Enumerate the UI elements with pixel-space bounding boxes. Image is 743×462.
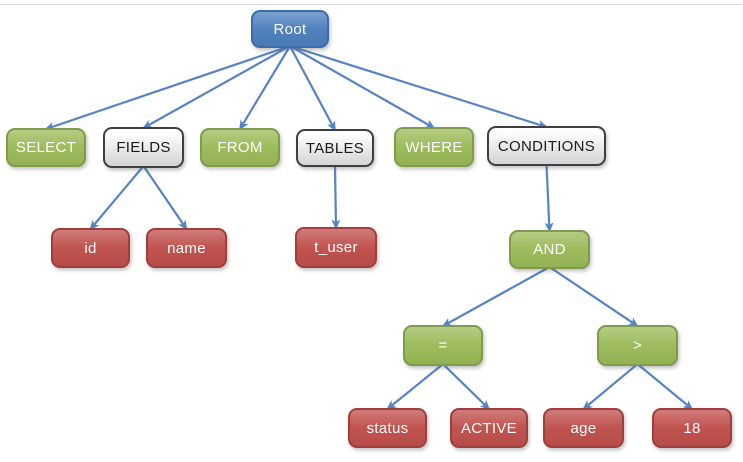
edge-eq-status (386, 363, 444, 410)
node-label: t_user (314, 239, 358, 256)
node-status: status (348, 408, 427, 448)
node-select: SELECT (6, 128, 86, 167)
node-label: Root (273, 20, 307, 38)
node-tables: TABLES (296, 129, 374, 167)
node-label: WHERE (405, 138, 463, 156)
top-divider (0, 4, 743, 5)
edge-root-select (44, 44, 291, 131)
node-where: WHERE (394, 127, 474, 167)
node-gt: > (597, 325, 678, 366)
edge-and-gt (548, 266, 639, 327)
edge-root-where (289, 45, 436, 129)
edge-gt-n18 (636, 363, 694, 410)
node-label: name (167, 239, 206, 257)
node-label: > (632, 337, 643, 354)
node-label: 18 (683, 419, 701, 437)
node-n18: 18 (652, 408, 732, 448)
node-active: ACTIVE (450, 408, 528, 448)
edge-eq-active (442, 363, 491, 411)
node-from: FROM (200, 128, 280, 167)
node-t_user: t_user (295, 227, 377, 268)
node-conditions: CONDITIONS (487, 126, 606, 166)
node-fields: FIELDS (103, 127, 184, 168)
node-label: id (84, 239, 97, 257)
node-name: name (146, 228, 227, 268)
node-root: Root (251, 10, 329, 48)
edge-and-eq (441, 266, 551, 327)
node-label: FIELDS (116, 139, 171, 156)
node-eq: = (403, 325, 483, 366)
edge-root-tables (289, 45, 336, 132)
node-label: = (438, 337, 448, 354)
edge-fields-name (142, 165, 188, 231)
node-age: age (543, 408, 624, 448)
edge-root-fields (142, 45, 291, 129)
node-label: status (366, 419, 409, 437)
edge-root-conditions (289, 44, 548, 129)
node-and: AND (509, 230, 590, 269)
node-label: FROM (217, 139, 263, 156)
node-label: AND (533, 241, 566, 258)
node-label: CONDITIONS (497, 137, 596, 155)
node-label: SELECT (15, 139, 77, 156)
node-label: ACTIVE (461, 419, 517, 437)
edge-fields-id (89, 165, 145, 231)
node-label: age (570, 419, 597, 437)
edge-conditions-and (544, 163, 554, 233)
edge-tables-t_user (331, 164, 341, 230)
node-id: id (51, 228, 130, 268)
edge-gt-age (582, 363, 639, 410)
edge-root-from (239, 45, 291, 131)
node-label: TABLES (305, 139, 365, 157)
